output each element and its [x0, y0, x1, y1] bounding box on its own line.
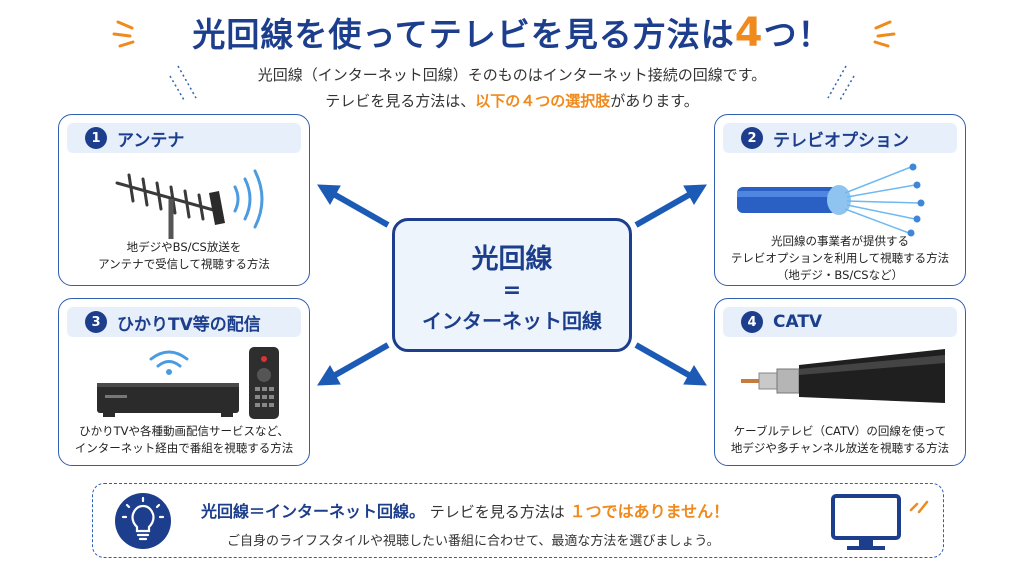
- set-top-box-icon: [59, 337, 309, 423]
- card-number-badge: 4: [741, 311, 763, 333]
- card-title: テレビオプション: [773, 130, 909, 151]
- card-title: アンテナ: [117, 130, 185, 151]
- tv-monitor-icon: [831, 494, 901, 550]
- antenna-icon: [59, 153, 309, 239]
- subtitle-line-1: 光回線（インターネット回線）そのものはインターネット接続の回線です。: [257, 66, 767, 84]
- sparkle-lines: [909, 500, 929, 514]
- card-description: ひかりTVや各種動画配信サービスなど、 インターネット経由で番組を視聴する方法: [74, 424, 294, 455]
- card-antenna: 1 アンテナ 地デジやBS/CS放送を アンテナで受信して視聴する方: [58, 114, 310, 286]
- center-line-2: =: [502, 278, 522, 303]
- center-line-3: インターネット回線: [422, 309, 602, 333]
- remote-control-icon: [249, 347, 279, 419]
- card-streaming: 3 ひかりTV等の配信: [58, 298, 310, 466]
- card-description: ケーブルテレビ（CATV）の回線を使って 地デジや多チャンネル放送を視聴する方法: [730, 424, 950, 455]
- card-tv-option: 2 テレビオプション 光回線の事業者が提供する テレビ: [714, 114, 966, 286]
- fiber-cable-icon: [715, 153, 965, 239]
- page-title: 光回線を使ってテレビを見る方法は4つ！: [192, 10, 832, 56]
- center-box: 光回線 = インターネット回線: [392, 218, 632, 352]
- footer-box: 光回線＝インターネット回線。 テレビを見る方法は １つではありません！ ご自身の…: [92, 483, 944, 558]
- lightbulb-icon: [115, 493, 171, 549]
- center-line-1: 光回線: [471, 244, 553, 275]
- card-header: 3 ひかりTV等の配信: [67, 307, 301, 337]
- footer-line-2: ご自身のライフスタイルや視聴したい番組に合わせて、最適な方法を選びましょう。: [227, 534, 720, 549]
- footer-line-1: 光回線＝インターネット回線。 テレビを見る方法は １つではありません！: [201, 502, 730, 521]
- card-number-badge: 3: [85, 311, 107, 333]
- wifi-icon: [149, 350, 189, 368]
- card-header: 1 アンテナ: [67, 123, 301, 153]
- card-description: 光回線の事業者が提供する テレビオプションを利用して視聴する方法 （地デジ・BS…: [730, 234, 950, 282]
- card-header: 4 CATV: [723, 307, 957, 337]
- card-number-badge: 2: [741, 127, 763, 149]
- card-number-badge: 1: [85, 127, 107, 149]
- card-catv: 4 CATV ケーブルテレビ（CATV）の回線を使って 地デジや多チャンネル放送…: [714, 298, 966, 466]
- card-description: 地デジやBS/CS放送を アンテナで受信して視聴する方法: [98, 240, 270, 271]
- card-title: CATV: [773, 312, 823, 332]
- coax-cable-icon: [715, 337, 965, 423]
- subtitle-line-2: テレビを見る方法は、以下の４つの選択肢があります。: [325, 92, 699, 110]
- card-title: ひかりTV等の配信: [117, 314, 261, 335]
- card-header: 2 テレビオプション: [723, 123, 957, 153]
